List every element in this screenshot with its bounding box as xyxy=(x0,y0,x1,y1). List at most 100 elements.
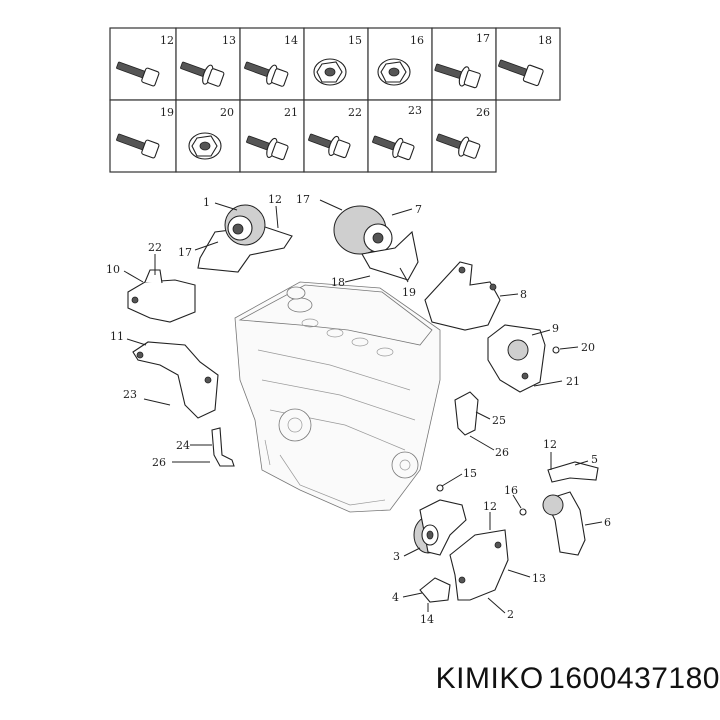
grid-label-12: 12 xyxy=(160,34,174,47)
callout-25: 25 xyxy=(492,414,506,427)
callout-23: 23 xyxy=(123,388,137,401)
flange-nut-icon xyxy=(188,132,222,160)
leader-9 xyxy=(531,329,551,336)
grid-cell-26: 26 xyxy=(431,99,497,173)
part-2-bracket: 12 13 2 xyxy=(449,500,546,621)
callout-5: 5 xyxy=(591,453,598,466)
flange-bolt-icon xyxy=(436,133,481,159)
leader-21 xyxy=(533,380,563,387)
part-4-bracket: 4 14 xyxy=(392,577,451,626)
grid-cell-15: 15 xyxy=(303,27,369,101)
part-number: 1600437180 xyxy=(548,662,720,695)
leader-1 xyxy=(214,202,238,211)
grid-cell-20: 20 xyxy=(175,99,241,173)
leader-16 xyxy=(512,494,522,509)
callout-10: 10 xyxy=(106,263,120,276)
callout-21: 21 xyxy=(566,375,580,388)
leader-23 xyxy=(143,398,171,406)
part-24-clip: 24 26 xyxy=(152,427,235,469)
callout-17b: 17 xyxy=(296,193,310,206)
leader-3 xyxy=(403,547,421,557)
callout-18: 18 xyxy=(331,276,345,289)
leader-7 xyxy=(391,208,413,216)
part-7-engine-mount: 17 7 18 19 xyxy=(296,193,422,299)
grid-cell-16: 16 xyxy=(367,27,433,101)
part-1-engine-mount: 1 12 17 xyxy=(178,193,293,273)
engine-block xyxy=(234,281,441,513)
callout-26a: 26 xyxy=(152,456,166,469)
grid-label-18: 18 xyxy=(538,34,552,47)
leader-15 xyxy=(441,473,463,487)
callout-22: 22 xyxy=(148,241,162,254)
leader-8 xyxy=(499,293,519,297)
part-9-bracket: 9 20 21 xyxy=(487,322,595,393)
callout-12c: 12 xyxy=(483,500,497,513)
leader-4 xyxy=(402,592,423,598)
leader-11 xyxy=(126,338,147,346)
grid-label-23: 23 xyxy=(408,104,422,117)
leader-5 xyxy=(574,460,589,466)
brand-name: KIMIKO xyxy=(435,662,544,695)
callout-11: 11 xyxy=(110,330,124,343)
flange-nut-icon xyxy=(377,58,411,86)
grid-label-13: 13 xyxy=(222,34,236,47)
bolt-icon xyxy=(116,61,160,87)
callout-9: 9 xyxy=(552,322,559,335)
callout-19: 19 xyxy=(402,286,416,299)
callout-8: 8 xyxy=(520,288,527,301)
part-6-mount: 16 6 xyxy=(504,484,611,556)
callout-26b: 26 xyxy=(495,446,509,459)
callout-16: 16 xyxy=(504,484,518,497)
callout-24: 24 xyxy=(176,439,190,452)
grid-label-14: 14 xyxy=(284,34,298,47)
leader-6 xyxy=(584,521,603,526)
callout-15: 15 xyxy=(463,467,477,480)
bolt-icon xyxy=(498,59,544,87)
leader-25 xyxy=(475,411,491,420)
callout-4: 4 xyxy=(392,591,399,604)
grid-label-22: 22 xyxy=(348,106,362,119)
grid-cell-13: 13 xyxy=(175,27,241,101)
callout-12b: 12 xyxy=(543,438,557,451)
leader-20 xyxy=(559,346,579,350)
fastener-grid: 12 13 14 15 xyxy=(109,27,561,173)
grid-cell-12: 12 xyxy=(109,27,177,101)
part-10-bracket: 22 10 xyxy=(106,241,196,323)
grid-cell-21: 21 xyxy=(239,99,305,173)
part-11-bracket: 11 23 xyxy=(110,330,219,419)
callout-17: 17 xyxy=(178,246,192,259)
part-3-mount: 15 3 xyxy=(393,467,477,563)
grid-label-16: 16 xyxy=(410,34,424,47)
flange-bolt-icon xyxy=(246,135,289,161)
grid-label-15: 15 xyxy=(348,34,362,47)
flange-bolt-icon xyxy=(434,63,481,89)
grid-cell-17: 17 xyxy=(431,27,497,101)
grid-label-17: 17 xyxy=(476,32,490,45)
grid-label-21: 21 xyxy=(284,106,298,119)
flange-bolt-icon xyxy=(308,133,351,159)
grid-cell-19: 19 xyxy=(109,99,177,173)
flange-bolt-icon xyxy=(244,61,289,87)
leader-17b xyxy=(319,199,343,211)
flange-bolt-icon xyxy=(372,135,415,161)
part-25-clip: 25 26 xyxy=(454,391,509,459)
leader-10 xyxy=(123,270,144,283)
brand-caption: KIMIKO 1600437180 xyxy=(0,662,720,702)
callout-12: 12 xyxy=(268,193,282,206)
leader-12 xyxy=(275,205,279,229)
callout-6: 6 xyxy=(604,516,611,529)
flange-nut-icon xyxy=(313,58,347,86)
callout-7: 7 xyxy=(415,203,422,216)
part-8-bracket: 8 xyxy=(424,261,527,331)
grid-cell-22: 22 xyxy=(303,99,369,173)
cam-cover xyxy=(286,286,394,357)
grid-label-26: 26 xyxy=(476,106,490,119)
bolt-icon xyxy=(116,133,160,159)
leader-18 xyxy=(344,275,371,283)
flange-bolt-icon xyxy=(180,61,225,87)
part-5-bracket: 12 5 xyxy=(543,438,599,483)
leader-19 xyxy=(399,267,409,283)
grid-cell-23: 23 xyxy=(367,99,433,173)
callout-14: 14 xyxy=(420,613,434,626)
